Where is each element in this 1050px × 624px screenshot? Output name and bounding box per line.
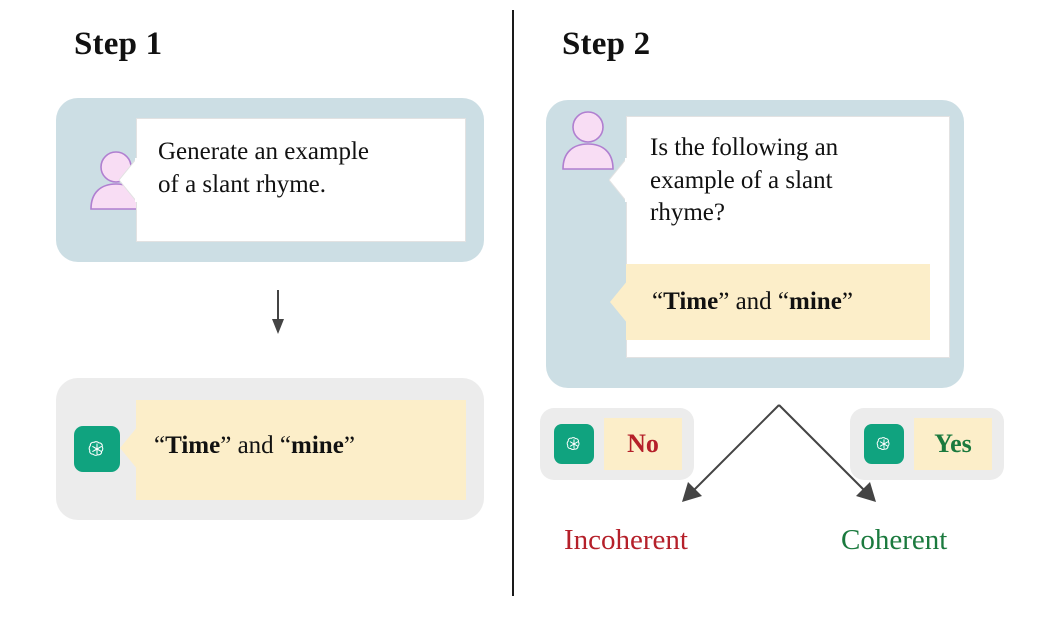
branch-no-answer: No — [604, 418, 682, 470]
step1-answer-highlight — [136, 400, 466, 500]
step1-user-message-text: Generate an example of a slant rhyme. — [158, 136, 458, 201]
step2-quote-notch — [610, 280, 628, 324]
step1-user-message-card — [136, 118, 466, 242]
chatgpt-logo-icon — [554, 424, 594, 464]
step1-user-line-2: of a slant rhyme. — [158, 170, 327, 198]
q1-word-a: Time — [165, 432, 221, 459]
q2-open2: “ — [777, 288, 790, 315]
step1-answer-text: “Time” and “mine” — [154, 430, 355, 463]
branch-arrow-left-icon — [682, 404, 780, 502]
q2-word-a: Time — [663, 288, 719, 315]
chatgpt-logo-icon — [74, 426, 120, 472]
step2-user-line-1: Is the following an — [650, 134, 839, 161]
step2-quoted-highlight — [626, 264, 930, 340]
step1-bubble-notch — [118, 156, 138, 204]
q2-open: “ — [652, 288, 664, 315]
step1-answer-notch — [120, 426, 138, 470]
step-2-title: Step 2 — [562, 26, 651, 62]
q1-open2: “ — [279, 432, 292, 459]
q2-conj: and — [729, 288, 778, 315]
step1-assistant-bubble: “Time” and “mine” — [56, 378, 484, 520]
q2-close: ” — [718, 288, 730, 315]
q1-conj: and — [231, 432, 280, 459]
outcome-incoherent-label: Incoherent — [564, 524, 688, 556]
step1-user-line-1: Generate an example — [158, 138, 369, 165]
step2-quoted-text: “Time” and “mine” — [652, 286, 853, 319]
q2-close2: ” — [841, 288, 853, 315]
branch-no-chip[interactable]: No — [540, 408, 694, 480]
q2-word-b: mine — [789, 288, 842, 315]
step2-bubble-notch — [608, 156, 628, 204]
chatgpt-logo-icon — [864, 424, 904, 464]
q1-word-b: mine — [291, 432, 344, 459]
panel-divider — [512, 10, 514, 596]
down-arrow-icon — [272, 290, 284, 334]
step2-user-bubble: Is the following an example of a slant r… — [546, 100, 964, 388]
step2-user-line-3: rhyme? — [650, 199, 725, 226]
branch-yes-chip[interactable]: Yes — [850, 408, 1004, 480]
q1-close2: ” — [343, 432, 355, 459]
branch-yes-answer: Yes — [914, 418, 992, 470]
q1-open: “ — [154, 432, 166, 459]
step-1-title: Step 1 — [74, 26, 163, 62]
branch-arrow-right-icon — [778, 404, 876, 502]
q1-close: ” — [220, 432, 232, 459]
step2-user-line-2: example of a slant — [650, 166, 833, 194]
user-avatar-icon — [560, 110, 616, 170]
step2-user-message-text: Is the following an example of a slant r… — [650, 132, 940, 230]
step1-user-bubble: Generate an example of a slant rhyme. — [56, 98, 484, 262]
outcome-coherent-label: Coherent — [841, 524, 948, 556]
